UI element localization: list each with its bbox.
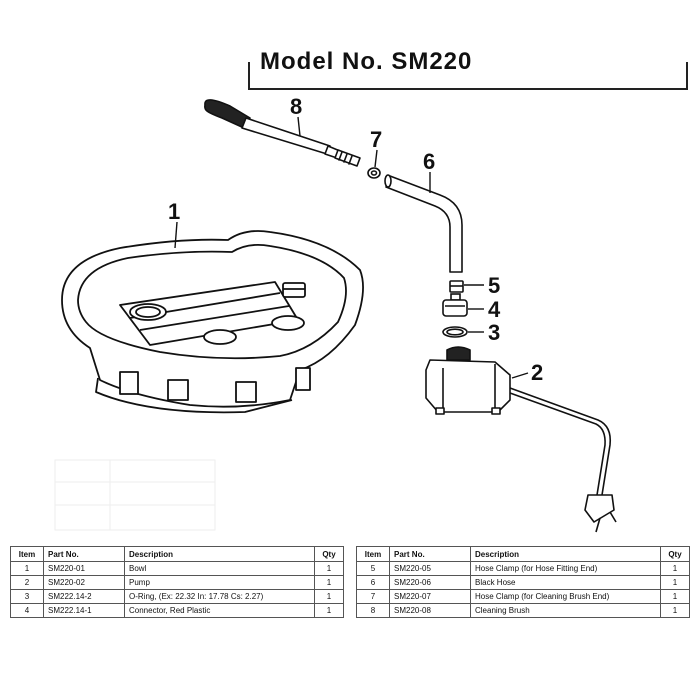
callout-4: 4 <box>488 297 501 322</box>
description-cell: Pump <box>124 575 315 590</box>
leader-line-2 <box>511 372 529 379</box>
column-qty: Qty <box>314 546 344 562</box>
cleaning-brush-part <box>203 99 361 167</box>
item-cell: 7 <box>356 589 390 604</box>
callout-5: 5 <box>488 273 500 298</box>
callout-6: 6 <box>423 149 435 174</box>
column-item: Item <box>10 546 44 562</box>
description-cell: Black Hose <box>470 575 661 590</box>
table-header-row: Item Part No. Description Qty <box>356 546 690 562</box>
column-qty: Qty <box>660 546 690 562</box>
table-row: 7 SM220-07 Hose Clamp (for Cleaning Brus… <box>356 589 690 604</box>
leader-line-1 <box>174 221 178 249</box>
hose-fitting-clamp-part <box>449 280 464 293</box>
column-item: Item <box>356 546 390 562</box>
model-number-text: Model No. SM220 <box>260 48 473 75</box>
qty-cell: 1 <box>660 603 690 618</box>
connector-part <box>442 293 468 317</box>
callout-labels: 1 2 3 4 5 6 7 8 <box>168 94 543 385</box>
part-no-cell: SM220-05 <box>389 561 471 576</box>
column-part-no: Part No. <box>43 546 125 562</box>
column-description: Description <box>470 546 661 562</box>
leader-line-8 <box>297 116 301 137</box>
bowl-part <box>61 230 364 414</box>
table-row: 4 SM222.14-1 Connector, Red Plastic 1 <box>10 603 344 618</box>
description-cell: Cleaning Brush <box>470 603 661 618</box>
column-description: Description <box>124 546 315 562</box>
part-no-cell: SM222.14-1 <box>43 603 125 618</box>
table-row: 6 SM220-06 Black Hose 1 <box>356 575 690 590</box>
item-cell: 6 <box>356 575 390 590</box>
part-no-cell: SM220-02 <box>43 575 125 590</box>
table-header-row: Item Part No. Description Qty <box>10 546 344 562</box>
parts-table-right: Item Part No. Description Qty 5 SM220-05… <box>356 546 690 618</box>
qty-cell: 1 <box>314 589 344 604</box>
callout-1: 1 <box>168 199 180 224</box>
part-no-cell: SM220-07 <box>389 589 471 604</box>
description-cell: Connector, Red Plastic <box>124 603 315 618</box>
description-cell: O-Ring, (Ex: 22.32 In: 17.78 Cs: 2.27) <box>124 589 315 604</box>
exploded-parts-diagram: 1 2 3 4 5 6 7 8 <box>54 94 617 533</box>
description-cell: Hose Clamp (for Cleaning Brush End) <box>470 589 661 604</box>
qty-cell: 1 <box>660 589 690 604</box>
leader-line-7 <box>374 149 378 168</box>
item-cell: 3 <box>10 589 44 604</box>
item-cell: 8 <box>356 603 390 618</box>
table-row: 1 SM220-01 Bowl 1 <box>10 561 344 576</box>
qty-cell: 1 <box>660 561 690 576</box>
description-cell: Bowl <box>124 561 315 576</box>
table-row: 2 SM220-02 Pump 1 <box>10 575 344 590</box>
column-part-no: Part No. <box>389 546 471 562</box>
callout-2: 2 <box>531 360 543 385</box>
qty-cell: 1 <box>314 561 344 576</box>
callout-8: 8 <box>290 94 302 119</box>
part-no-cell: SM220-01 <box>43 561 125 576</box>
part-no-cell: SM222.14-2 <box>43 589 125 604</box>
qty-cell: 1 <box>314 575 344 590</box>
item-cell: 2 <box>10 575 44 590</box>
qty-cell: 1 <box>660 575 690 590</box>
pump-part <box>425 346 617 533</box>
part-no-cell: SM220-06 <box>389 575 471 590</box>
item-cell: 5 <box>356 561 390 576</box>
callout-7: 7 <box>370 127 382 152</box>
item-cell: 4 <box>10 603 44 618</box>
description-cell: Hose Clamp (for Hose Fitting End) <box>470 561 661 576</box>
part-no-cell: SM220-08 <box>389 603 471 618</box>
table-row: 5 SM220-05 Hose Clamp (for Hose Fitting … <box>356 561 690 576</box>
o-ring-part <box>442 326 468 338</box>
parts-table-left: Item Part No. Description Qty 1 SM220-01… <box>10 546 344 618</box>
callout-3: 3 <box>488 320 500 345</box>
table-row: 8 SM220-08 Cleaning Brush 1 <box>356 603 690 618</box>
faint-background-table <box>54 459 216 531</box>
qty-cell: 1 <box>314 603 344 618</box>
table-row: 3 SM222.14-2 O-Ring, (Ex: 22.32 In: 17.7… <box>10 589 344 604</box>
item-cell: 1 <box>10 561 44 576</box>
model-number-title: Model No. SM220 <box>248 48 688 90</box>
brush-end-hose-clamp-part <box>367 167 381 179</box>
black-hose-part <box>384 174 463 273</box>
